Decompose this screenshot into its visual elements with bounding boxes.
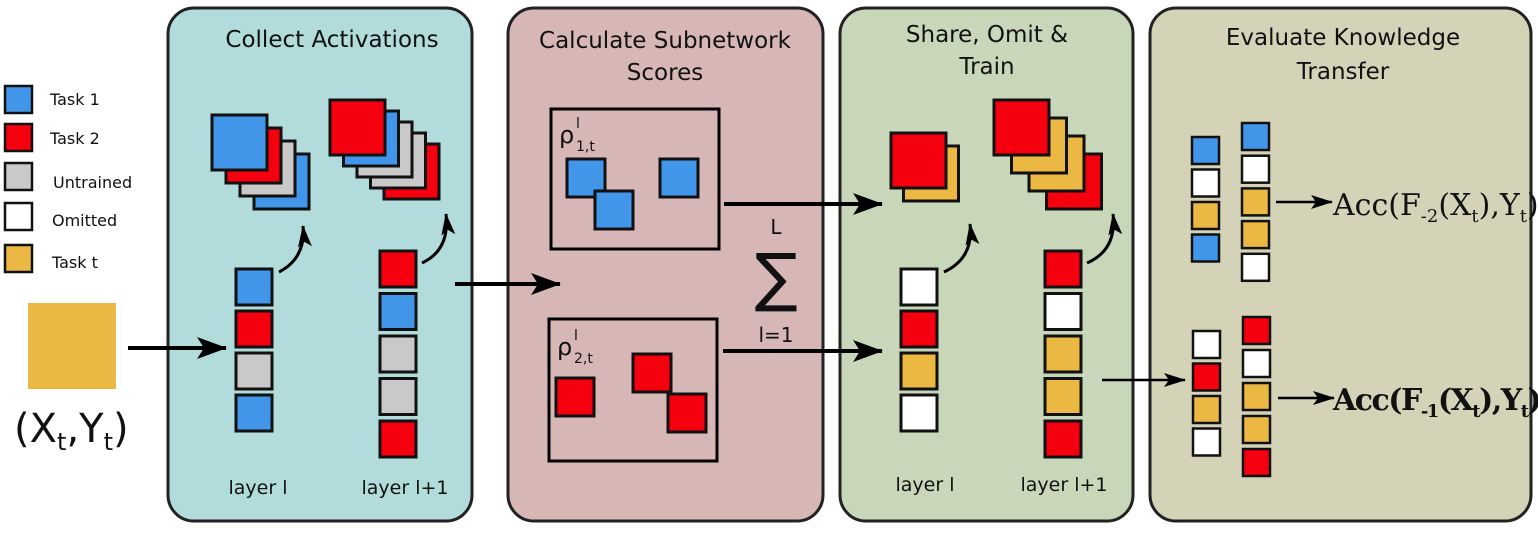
layer-label-collect-l1: layer l+1 bbox=[362, 477, 449, 499]
neuron-collect-l-task1 bbox=[234, 393, 274, 433]
sum-upper-limit: L bbox=[770, 215, 782, 239]
curved-arrow-share-l1 bbox=[1086, 213, 1123, 265]
rho2-subscript: 2,t bbox=[574, 351, 593, 367]
sum-symbol: ∑ bbox=[754, 241, 797, 315]
eval-top-col2-omitted bbox=[1240, 154, 1271, 184]
legend-swatch-task2 bbox=[3, 122, 34, 153]
neuron-collect-l1-task1 bbox=[378, 292, 418, 331]
curved-arrow-collect-l1 bbox=[421, 213, 456, 265]
neuron-share-l-omitted bbox=[899, 393, 939, 433]
rho1-symbol: ρ bbox=[559, 121, 574, 149]
panel-title-scores-line1: Calculate Subnetwork bbox=[539, 28, 792, 54]
metric-bottom: Acc(F-1(Xt),Yt) bbox=[1332, 383, 1538, 422]
legend-label-untrained: Untrained bbox=[53, 173, 132, 192]
curved-arrow-collect-l bbox=[278, 225, 312, 274]
eval-top-col2-taskt bbox=[1240, 219, 1271, 250]
neuron-share-l1-taskt bbox=[1043, 334, 1083, 374]
panel-title-evaluate-line2: Transfer bbox=[1296, 59, 1390, 85]
layer-label-collect-l: layer l bbox=[229, 477, 288, 499]
neuron-collect-l-task1 bbox=[234, 267, 274, 307]
eval-bottom-col1-omitted bbox=[1191, 427, 1222, 457]
neuron-share-l1-taskt bbox=[1043, 377, 1083, 416]
stack-share-l1-task2 bbox=[992, 98, 1051, 157]
neuron-collect-l-untrained bbox=[234, 351, 274, 391]
legend-swatch-omitted bbox=[3, 201, 34, 232]
panel-title-share-line1: Share, Omit & bbox=[906, 22, 1068, 48]
legend-label-taskt: Task t bbox=[51, 253, 98, 272]
rho2-neuron-task2 bbox=[554, 376, 596, 418]
eval-bottom-col1-taskt bbox=[1191, 394, 1222, 425]
eval-top-col2-omitted bbox=[1240, 252, 1271, 283]
rho2-symbol: ρ bbox=[557, 333, 572, 361]
neuron-collect-l1-task2 bbox=[378, 249, 418, 289]
eval-bottom-col2-task2 bbox=[1241, 447, 1272, 478]
rho2-box bbox=[547, 317, 719, 463]
eval-top-col1-omitted bbox=[1190, 168, 1221, 198]
panel-title-share-line2: Train bbox=[958, 54, 1014, 80]
rho2-neuron-task2 bbox=[666, 392, 708, 434]
neuron-collect-l-task2 bbox=[234, 309, 274, 349]
legend-swatch-untrained bbox=[3, 161, 34, 192]
rho2-superscript: l bbox=[574, 328, 578, 344]
legend-label-task2: Task 2 bbox=[49, 129, 100, 148]
layer-label-share-l1: layer l+1 bbox=[1021, 474, 1108, 496]
eval-bottom-col1-omitted bbox=[1191, 329, 1222, 360]
rho1-superscript: l bbox=[576, 116, 580, 132]
panel-title-collect: Collect Activations bbox=[225, 27, 438, 53]
neuron-collect-l1-untrained bbox=[378, 334, 418, 374]
neuron-share-l1-omitted bbox=[1043, 292, 1083, 331]
legend: Task 1 Task 2 Untrained Omitted Task t bbox=[49, 90, 132, 272]
panel-title-evaluate-line1: Evaluate Knowledge bbox=[1226, 25, 1460, 51]
neuron-share-l1-task2 bbox=[1043, 419, 1083, 459]
rho1-subscript: 1,t bbox=[576, 139, 595, 155]
eval-bottom-col2-taskt bbox=[1241, 414, 1272, 445]
panel-collect-activations bbox=[166, 6, 474, 523]
rho1-box bbox=[549, 107, 721, 251]
eval-top-col1-task1 bbox=[1190, 135, 1221, 166]
neuron-share-l-task2 bbox=[899, 309, 939, 349]
rho2-neuron-task2 bbox=[631, 352, 673, 394]
eval-top-col2-task1 bbox=[1240, 121, 1271, 152]
eval-top-col1-taskt bbox=[1190, 200, 1221, 231]
panel-title-scores-line2: Scores bbox=[627, 60, 703, 86]
input-data-square bbox=[28, 303, 116, 389]
legend-swatch-taskt bbox=[3, 243, 34, 274]
activation-squares bbox=[3, 84, 1272, 478]
eval-top-col2-taskt bbox=[1240, 187, 1271, 217]
layer-label-share-l: layer l bbox=[896, 474, 955, 496]
stack-collect-l1-task2 bbox=[328, 98, 387, 157]
eval-bottom-col2-omitted bbox=[1241, 348, 1272, 379]
rho1-neuron-task1 bbox=[658, 157, 700, 199]
curved-arrow-share-l bbox=[943, 223, 980, 274]
eval-bottom-col2-task2 bbox=[1241, 315, 1272, 346]
rho1-neuron-task1 bbox=[593, 189, 635, 231]
legend-swatch-task1 bbox=[3, 84, 34, 115]
stack-collect-l-task1 bbox=[210, 113, 269, 172]
rho1-neuron-task1 bbox=[565, 157, 607, 199]
panel-share-omit-train bbox=[838, 6, 1135, 523]
neuron-collect-l1-untrained bbox=[378, 377, 418, 416]
neuron-share-l-taskt bbox=[899, 351, 939, 391]
neuron-share-l1-task2 bbox=[1043, 249, 1083, 289]
eval-bottom-col2-taskt bbox=[1241, 381, 1272, 412]
input-label: (Xt,Yt) bbox=[14, 406, 129, 456]
legend-label-omitted: Omitted bbox=[52, 211, 117, 230]
legend-label-task1: Task 1 bbox=[49, 90, 100, 109]
eval-bottom-col1-task2 bbox=[1191, 362, 1222, 392]
metric-top: Acc(F-2(Xt),Yt) bbox=[1332, 188, 1538, 227]
sum-lower-limit: l=1 bbox=[758, 323, 793, 347]
stack-share-l-task2 bbox=[889, 131, 948, 190]
neuron-collect-l1-task2 bbox=[378, 419, 418, 459]
eval-top-col1-task1 bbox=[1190, 233, 1221, 263]
neuron-share-l-omitted bbox=[899, 267, 939, 307]
